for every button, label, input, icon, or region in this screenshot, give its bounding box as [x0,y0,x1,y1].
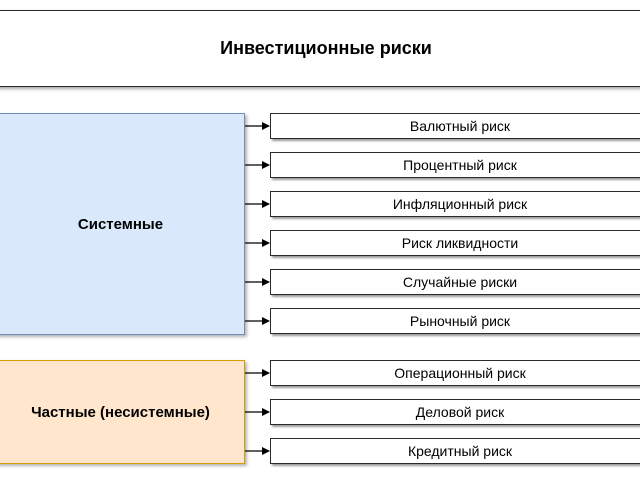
group-private: Частные (несистемные) [0,360,245,464]
risk-liquidity: Риск ликвидности [270,230,640,256]
risk-currency: Валютный риск [270,113,640,139]
risk-market: Рыночный риск [270,308,640,334]
risk-business: Деловой риск [270,399,640,425]
risk-credit: Кредитный риск [270,438,640,464]
risk-interest-rate: Процентный риск [270,152,640,178]
risk-operational: Операционный риск [270,360,640,386]
risk-random: Случайные риски [270,269,640,295]
diagram-title: Инвестиционные риски [0,10,640,87]
risk-inflation: Инфляционный риск [270,191,640,217]
group-systemic: Системные [0,113,245,335]
